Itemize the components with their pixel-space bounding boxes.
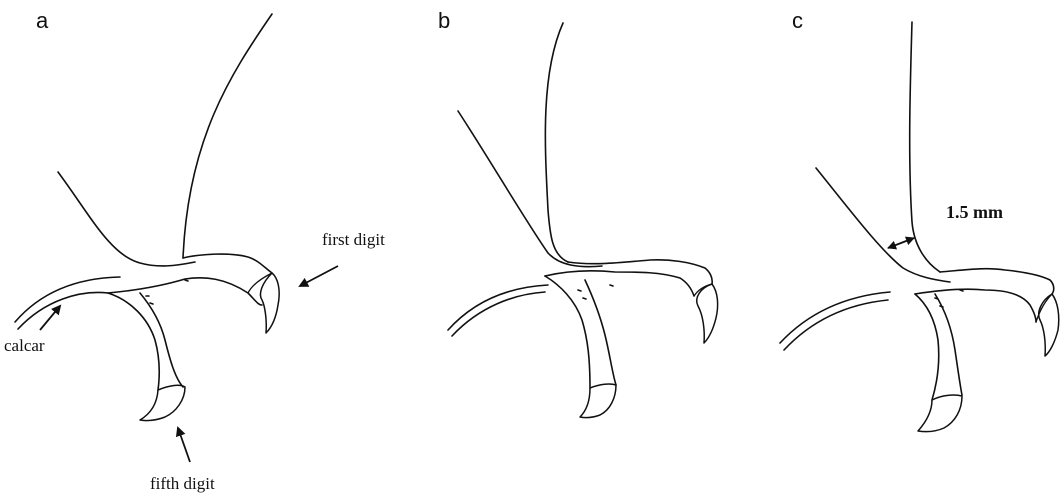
panel-b-calcar-outer <box>448 285 548 330</box>
calcar-arrow <box>40 306 60 330</box>
panel-b-letter: b <box>438 8 450 33</box>
panel-c-letter: c <box>792 8 803 33</box>
measurement-arrow <box>888 238 914 248</box>
measurement-label: 1.5 mm <box>946 202 1003 222</box>
panel-c: c 1.5 mm <box>780 8 1059 432</box>
panel-c-digit-body-outline <box>915 289 1036 322</box>
panel-a-calcar-outer <box>15 277 120 322</box>
panel-a-fifth-digit-leg-inner <box>140 293 183 387</box>
panel-b: b <box>438 8 718 418</box>
panel-c-joint-mark-3 <box>960 290 963 291</box>
panel-a-shank-upper-outline <box>183 14 272 258</box>
panel-a-fifth-digit-claw <box>140 385 185 420</box>
panel-a-joint-mark-2 <box>150 303 153 304</box>
panel-c-calcar-outer <box>780 292 890 343</box>
panel-c-joint-mark-1 <box>935 298 938 299</box>
panel-a-digit-body-outline <box>108 278 262 305</box>
panel-c-shank-upper-outline <box>910 22 940 272</box>
panel-b-fifth-digit-claw <box>580 384 616 418</box>
panel-c-joint-mark-2 <box>940 306 943 307</box>
panel-b-joint-mark-3 <box>610 285 613 286</box>
panel-a-calcar-inner <box>18 292 108 329</box>
panel-b-digit-body-outline <box>545 271 694 296</box>
panel-c-fifth-digit-claw <box>918 395 962 432</box>
panel-a: a first digit calcar fifth digit <box>4 8 385 493</box>
panel-b-joint-mark-2 <box>583 298 586 299</box>
calcar-label: calcar <box>4 336 45 355</box>
panel-b-fifth-digit-leg <box>545 276 590 388</box>
panel-c-shank-lower-outline <box>816 168 950 282</box>
fifth-digit-label: fifth digit <box>150 474 215 493</box>
panel-a-joint-mark-3 <box>185 280 188 281</box>
panel-a-letter: a <box>36 8 49 33</box>
first-digit-arrow <box>300 266 338 286</box>
panel-b-shank-upper-outline <box>545 23 568 262</box>
panel-a-first-digit-claw <box>260 273 279 333</box>
panel-c-fifth-digit-leg <box>915 294 939 400</box>
panel-b-shank-lower-outline <box>458 111 602 267</box>
first-digit-label: first digit <box>322 230 385 249</box>
panel-b-first-digit-claw <box>697 284 718 343</box>
panel-c-first-digit-claw <box>1039 294 1059 356</box>
panel-a-foot-upper-outline <box>183 254 272 273</box>
fifth-digit-arrow <box>178 428 190 462</box>
panel-a-shank-lower-outline <box>58 172 195 266</box>
panel-b-joint-mark-1 <box>578 290 581 291</box>
